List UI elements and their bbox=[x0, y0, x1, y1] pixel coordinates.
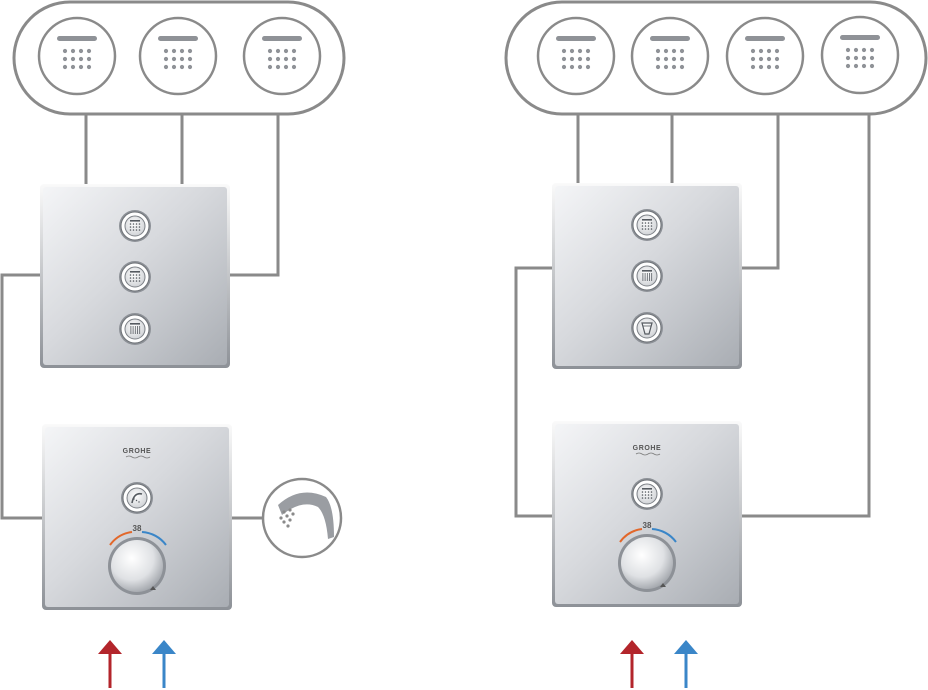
rain-shower-icon bbox=[641, 322, 653, 335]
body-jet-icon bbox=[129, 271, 141, 282]
right-diverter-panel bbox=[552, 183, 742, 369]
cold-arc-icon bbox=[651, 528, 677, 543]
body-shower-icon bbox=[57, 36, 97, 70]
left-pipes bbox=[0, 115, 280, 520]
body-jet-icon bbox=[641, 488, 653, 499]
brand-wave-icon bbox=[125, 455, 151, 459]
body-shower-icon bbox=[262, 36, 302, 70]
hand-shower-icon[interactable] bbox=[261, 477, 343, 559]
head-shower-icon bbox=[130, 323, 141, 334]
body-shower-icon bbox=[158, 36, 198, 70]
hot-arc-icon bbox=[619, 528, 643, 543]
left-system: GROHE 38 bbox=[0, 0, 346, 688]
left-outlet-2[interactable] bbox=[138, 16, 218, 96]
cold-arc-icon bbox=[141, 531, 167, 546]
left-thermostat-panel: GROHE 38 bbox=[42, 424, 232, 610]
head-shower-icon bbox=[642, 270, 653, 281]
body-jet-icon bbox=[129, 220, 141, 231]
left-cold-water-arrow bbox=[152, 640, 176, 688]
hot-arc-icon bbox=[109, 531, 133, 546]
left-outlet-3[interactable] bbox=[242, 16, 322, 96]
body-shower-icon bbox=[840, 35, 880, 69]
knob-marker-icon bbox=[660, 583, 666, 587]
right-pipes bbox=[514, 115, 871, 518]
right-valve-button-1[interactable] bbox=[631, 209, 663, 241]
right-control-button[interactable] bbox=[631, 478, 663, 510]
right-outlet-2[interactable] bbox=[630, 16, 710, 96]
right-outlet-1[interactable] bbox=[536, 16, 616, 96]
body-jet-icon bbox=[641, 219, 653, 230]
left-hot-water-arrow bbox=[98, 640, 122, 688]
body-shower-icon bbox=[556, 36, 596, 70]
right-outlet-4[interactable] bbox=[820, 15, 900, 95]
left-valve-button-2[interactable] bbox=[119, 261, 151, 293]
right-temperature-knob[interactable] bbox=[618, 534, 676, 592]
brand-logo: GROHE bbox=[633, 445, 662, 452]
right-system: GROHE 38 bbox=[504, 0, 928, 688]
right-outlet-bar bbox=[504, 0, 928, 116]
brand-wave-icon bbox=[635, 452, 661, 456]
left-temperature-knob[interactable] bbox=[108, 537, 166, 595]
body-shower-icon bbox=[650, 36, 690, 70]
brand-logo: GROHE bbox=[123, 448, 152, 455]
right-valve-button-3[interactable] bbox=[631, 312, 663, 344]
right-outlet-3[interactable] bbox=[725, 16, 805, 96]
left-valve-button-1[interactable] bbox=[119, 210, 151, 242]
knob-marker-icon bbox=[150, 586, 156, 590]
right-temperature-mark: 38 bbox=[643, 521, 652, 530]
right-valve-button-2[interactable] bbox=[631, 260, 663, 292]
left-outlet-1[interactable] bbox=[37, 16, 117, 96]
left-temperature-mark: 38 bbox=[133, 524, 142, 533]
body-shower-icon bbox=[745, 36, 785, 70]
right-hot-water-arrow bbox=[620, 640, 644, 688]
left-hand-shower-button[interactable] bbox=[121, 482, 153, 514]
left-diverter-panel bbox=[40, 184, 230, 368]
right-cold-water-arrow bbox=[674, 640, 698, 688]
left-valve-button-3[interactable] bbox=[119, 313, 151, 345]
right-thermostat-panel: GROHE 38 bbox=[552, 421, 742, 607]
hand-shower-icon bbox=[131, 492, 143, 504]
